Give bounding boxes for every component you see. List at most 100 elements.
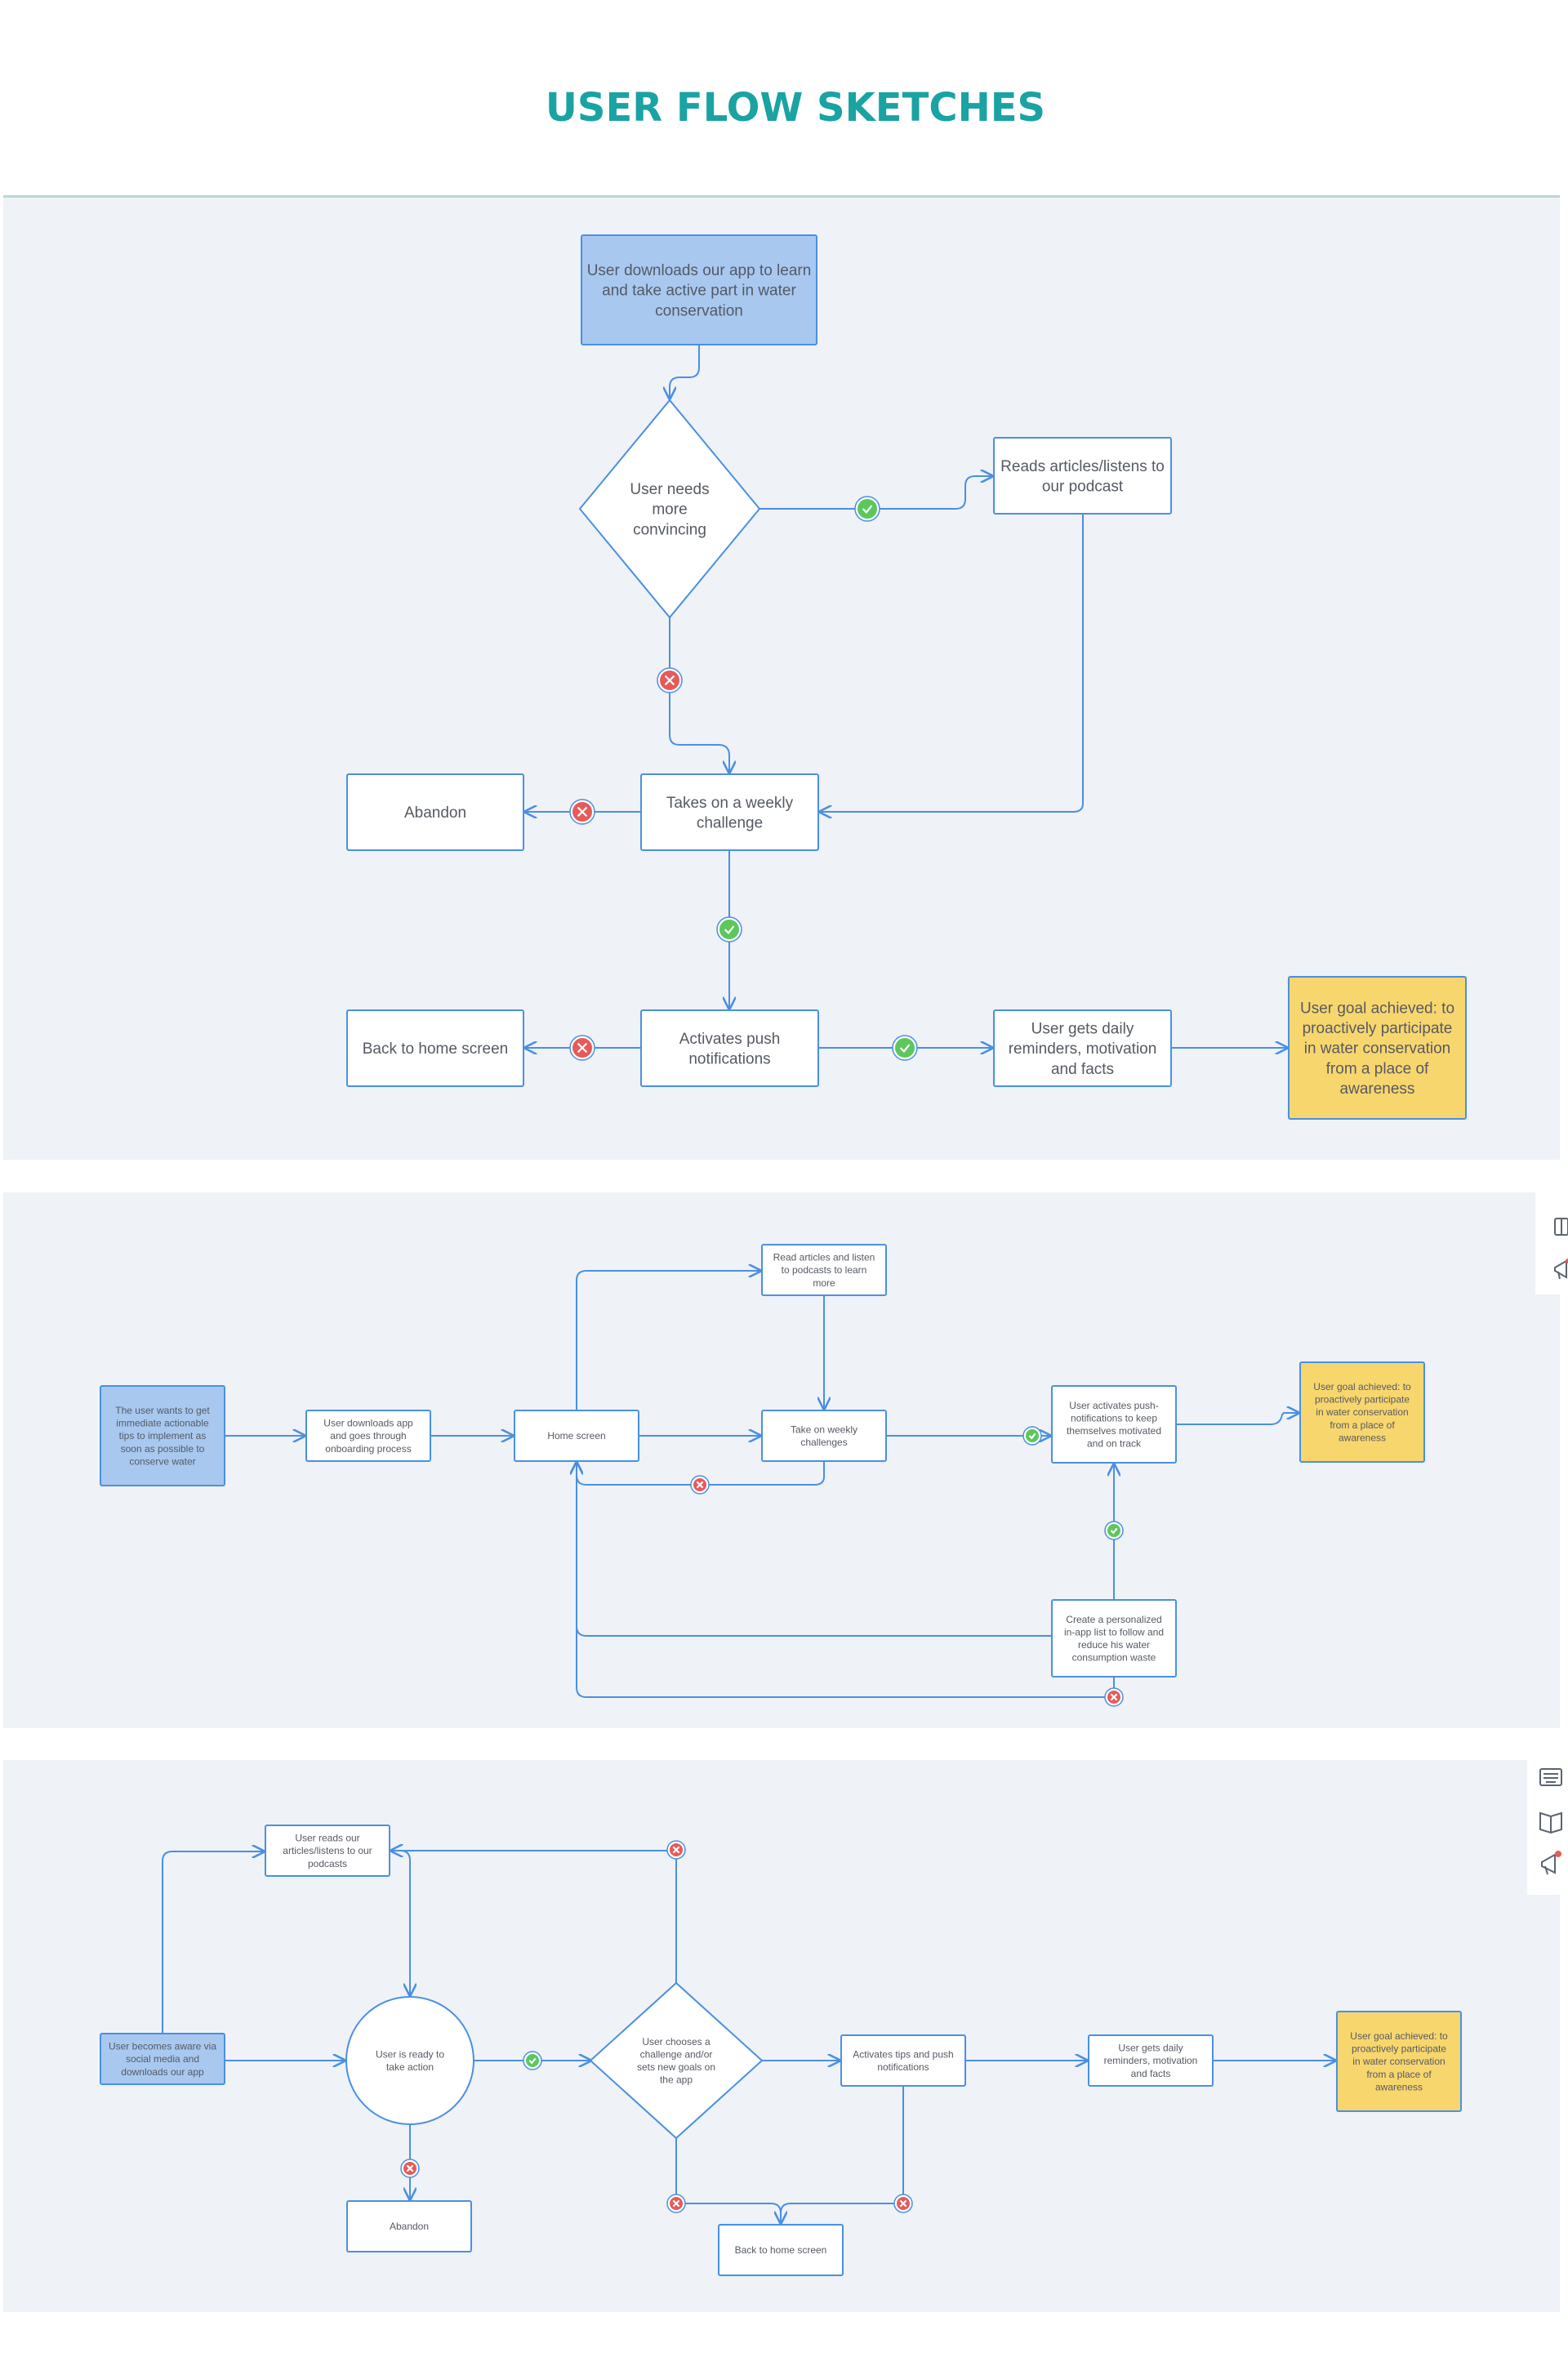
flow3-tips-node [840, 2034, 966, 2087]
megaphone-icon[interactable] [1541, 1851, 1561, 1875]
flow3-abandon-node [346, 2200, 472, 2252]
flow1-reads-node-label: our podcast [1042, 479, 1124, 496]
flow2-list-node-label: in-app list to follow and [1064, 1626, 1164, 1637]
side-toolbar-2-icons [1554, 1218, 1568, 1280]
book-icon[interactable] [1539, 1811, 1562, 1834]
flow2-start-node-label: immediate actionable [116, 1418, 209, 1429]
side-toolbar-3-icons [1539, 1768, 1562, 1875]
flow1-daily-node-label: User gets daily [1031, 1020, 1134, 1037]
page-title: USER FLOW SKETCHES [545, 85, 1046, 131]
flow1-reads-node-label: Reads articles/listens to [1000, 458, 1165, 475]
flow2-list-node-label: reduce his water [1078, 1639, 1150, 1651]
connector [1176, 1413, 1298, 1425]
connector [162, 1851, 264, 2034]
flow2-goal-node-label: proactively participate [1315, 1394, 1410, 1406]
check-mark [899, 1044, 911, 1053]
flow2-list-node-label: consumption waste [1072, 1652, 1156, 1664]
flow3-tips-node-label: notifications [877, 2061, 929, 2073]
flow3-goal-node-label: from a place of [1366, 2069, 1432, 2080]
flow1-goal-node-label: from a place of [1326, 1060, 1429, 1077]
flow1-challenge-node-label: challenge [697, 815, 763, 832]
check-mark [862, 505, 873, 514]
flow1-challenge-node-label: Takes on a weekly [666, 795, 794, 812]
check-icon [895, 1038, 915, 1058]
cross-mark [899, 2199, 907, 2208]
flow3-reads-node-label: podcasts [308, 1858, 347, 1869]
flow3-back-node [718, 2224, 844, 2276]
connector [391, 1851, 677, 1983]
flow3-tips-node-label: Activates tips and push [853, 2048, 953, 2060]
flow2-weekly-node-label: challenges [800, 1437, 847, 1448]
connector [820, 514, 1084, 812]
keyboard-icon[interactable] [1539, 1768, 1562, 1786]
flow1-start-node-label: conservation [655, 302, 743, 319]
connector [576, 1271, 760, 1410]
flow2-push-node-label: themselves motivated [1067, 1425, 1161, 1437]
flow2-goal-node-label: in water conservation [1316, 1406, 1408, 1418]
cross-mark [672, 2199, 680, 2208]
flow1-abandon-node [346, 773, 524, 851]
flow3-abandon-node-label: Abandon [390, 2221, 429, 2232]
cross-mark [672, 1846, 680, 1854]
flow3-reads-node-label: articles/listens to our [283, 1845, 372, 1856]
flow2-onboard-node-label: and goes through [330, 1430, 406, 1441]
flow2-start-node-label: The user wants to get [115, 1405, 210, 1416]
flow1-push-node-label: notifications [688, 1051, 770, 1068]
flow1-reads-node [993, 437, 1172, 515]
flow3-ready-node-label: User is ready to [376, 2048, 444, 2060]
connector [670, 345, 700, 399]
flow3-start-node-label: downloads our app [121, 2066, 204, 2078]
flow1-push-node [640, 1009, 819, 1087]
flow1-goal-node-label: in water conservation [1304, 1040, 1451, 1058]
flow3-start-node-label: social media and [126, 2053, 199, 2065]
check-icon [719, 920, 739, 939]
flow3-goal-node-label: awareness [1375, 2081, 1423, 2092]
cross-mark [406, 2164, 414, 2172]
flow2-read-node-label: Read articles and listen [773, 1252, 875, 1263]
cross-mark [577, 1042, 588, 1054]
flow3-goal-node-label: User goal achieved: to [1350, 2030, 1448, 2042]
flow2-weekly-node [761, 1410, 887, 1462]
book-icon[interactable] [1554, 1218, 1568, 1236]
flow1-goal-node [1288, 976, 1467, 1120]
cross-mark [696, 1481, 704, 1489]
flow1-back-node [346, 1009, 524, 1087]
flow3-daily-node-label: and facts [1131, 2068, 1171, 2079]
flow2-goal-node-label: awareness [1339, 1432, 1386, 1443]
flow3-daily-node-label: User gets daily [1118, 2043, 1183, 2054]
flow2-start-node-label: conserve water [129, 1455, 195, 1467]
check-icon [526, 2054, 539, 2067]
flow2-list-node-label: Create a personalized [1066, 1614, 1161, 1625]
flow2-list-node [1051, 1599, 1177, 1678]
check-mark [724, 925, 735, 934]
flow1-start-node-label: and take active part in water [602, 283, 796, 300]
flow2-onboard-node-label: User downloads app [323, 1418, 413, 1429]
flow1-goal-node-label: awareness [1340, 1081, 1415, 1098]
megaphone-icon[interactable] [1554, 1259, 1568, 1280]
connector [760, 476, 992, 510]
flow3-goal-node-label: proactively participate [1352, 2043, 1446, 2055]
flow2-read-node-label: more [813, 1277, 835, 1289]
title-divider [3, 195, 1560, 198]
flow3-choose-node-label: sets new goals on [637, 2061, 715, 2073]
cross-mark [577, 806, 588, 818]
side-toolbar-2 [1535, 1192, 1568, 1294]
flow3-back-node-label: Back to home screen [735, 2244, 827, 2256]
flow1-goal-node-label: User goal achieved: to [1300, 1000, 1454, 1017]
check-icon [858, 499, 877, 519]
check-mark [1110, 1527, 1118, 1535]
flow1-decision-node-label: more [652, 501, 687, 519]
flow2-goal-node-label: from a place of [1330, 1419, 1395, 1431]
flow1-decision-node-label: convincing [633, 521, 706, 538]
flow1-challenge-node [640, 773, 819, 851]
flow2-onboard-node-label: onboarding process [325, 1443, 411, 1455]
flow1-start-node-label: User downloads our app to learn [587, 262, 812, 279]
check-icon [1026, 1429, 1039, 1442]
flow3-start-node-label: User becomes aware via [109, 2041, 216, 2052]
flow2-read-node-label: to podcasts to learn [782, 1264, 867, 1276]
flow3-daily-node-label: reminders, motivation [1104, 2055, 1198, 2066]
flow2-push-node-label: User activates push- [1069, 1400, 1158, 1411]
check-icon [1107, 1524, 1120, 1537]
flow2-push-node-label: and on track [1087, 1438, 1142, 1450]
